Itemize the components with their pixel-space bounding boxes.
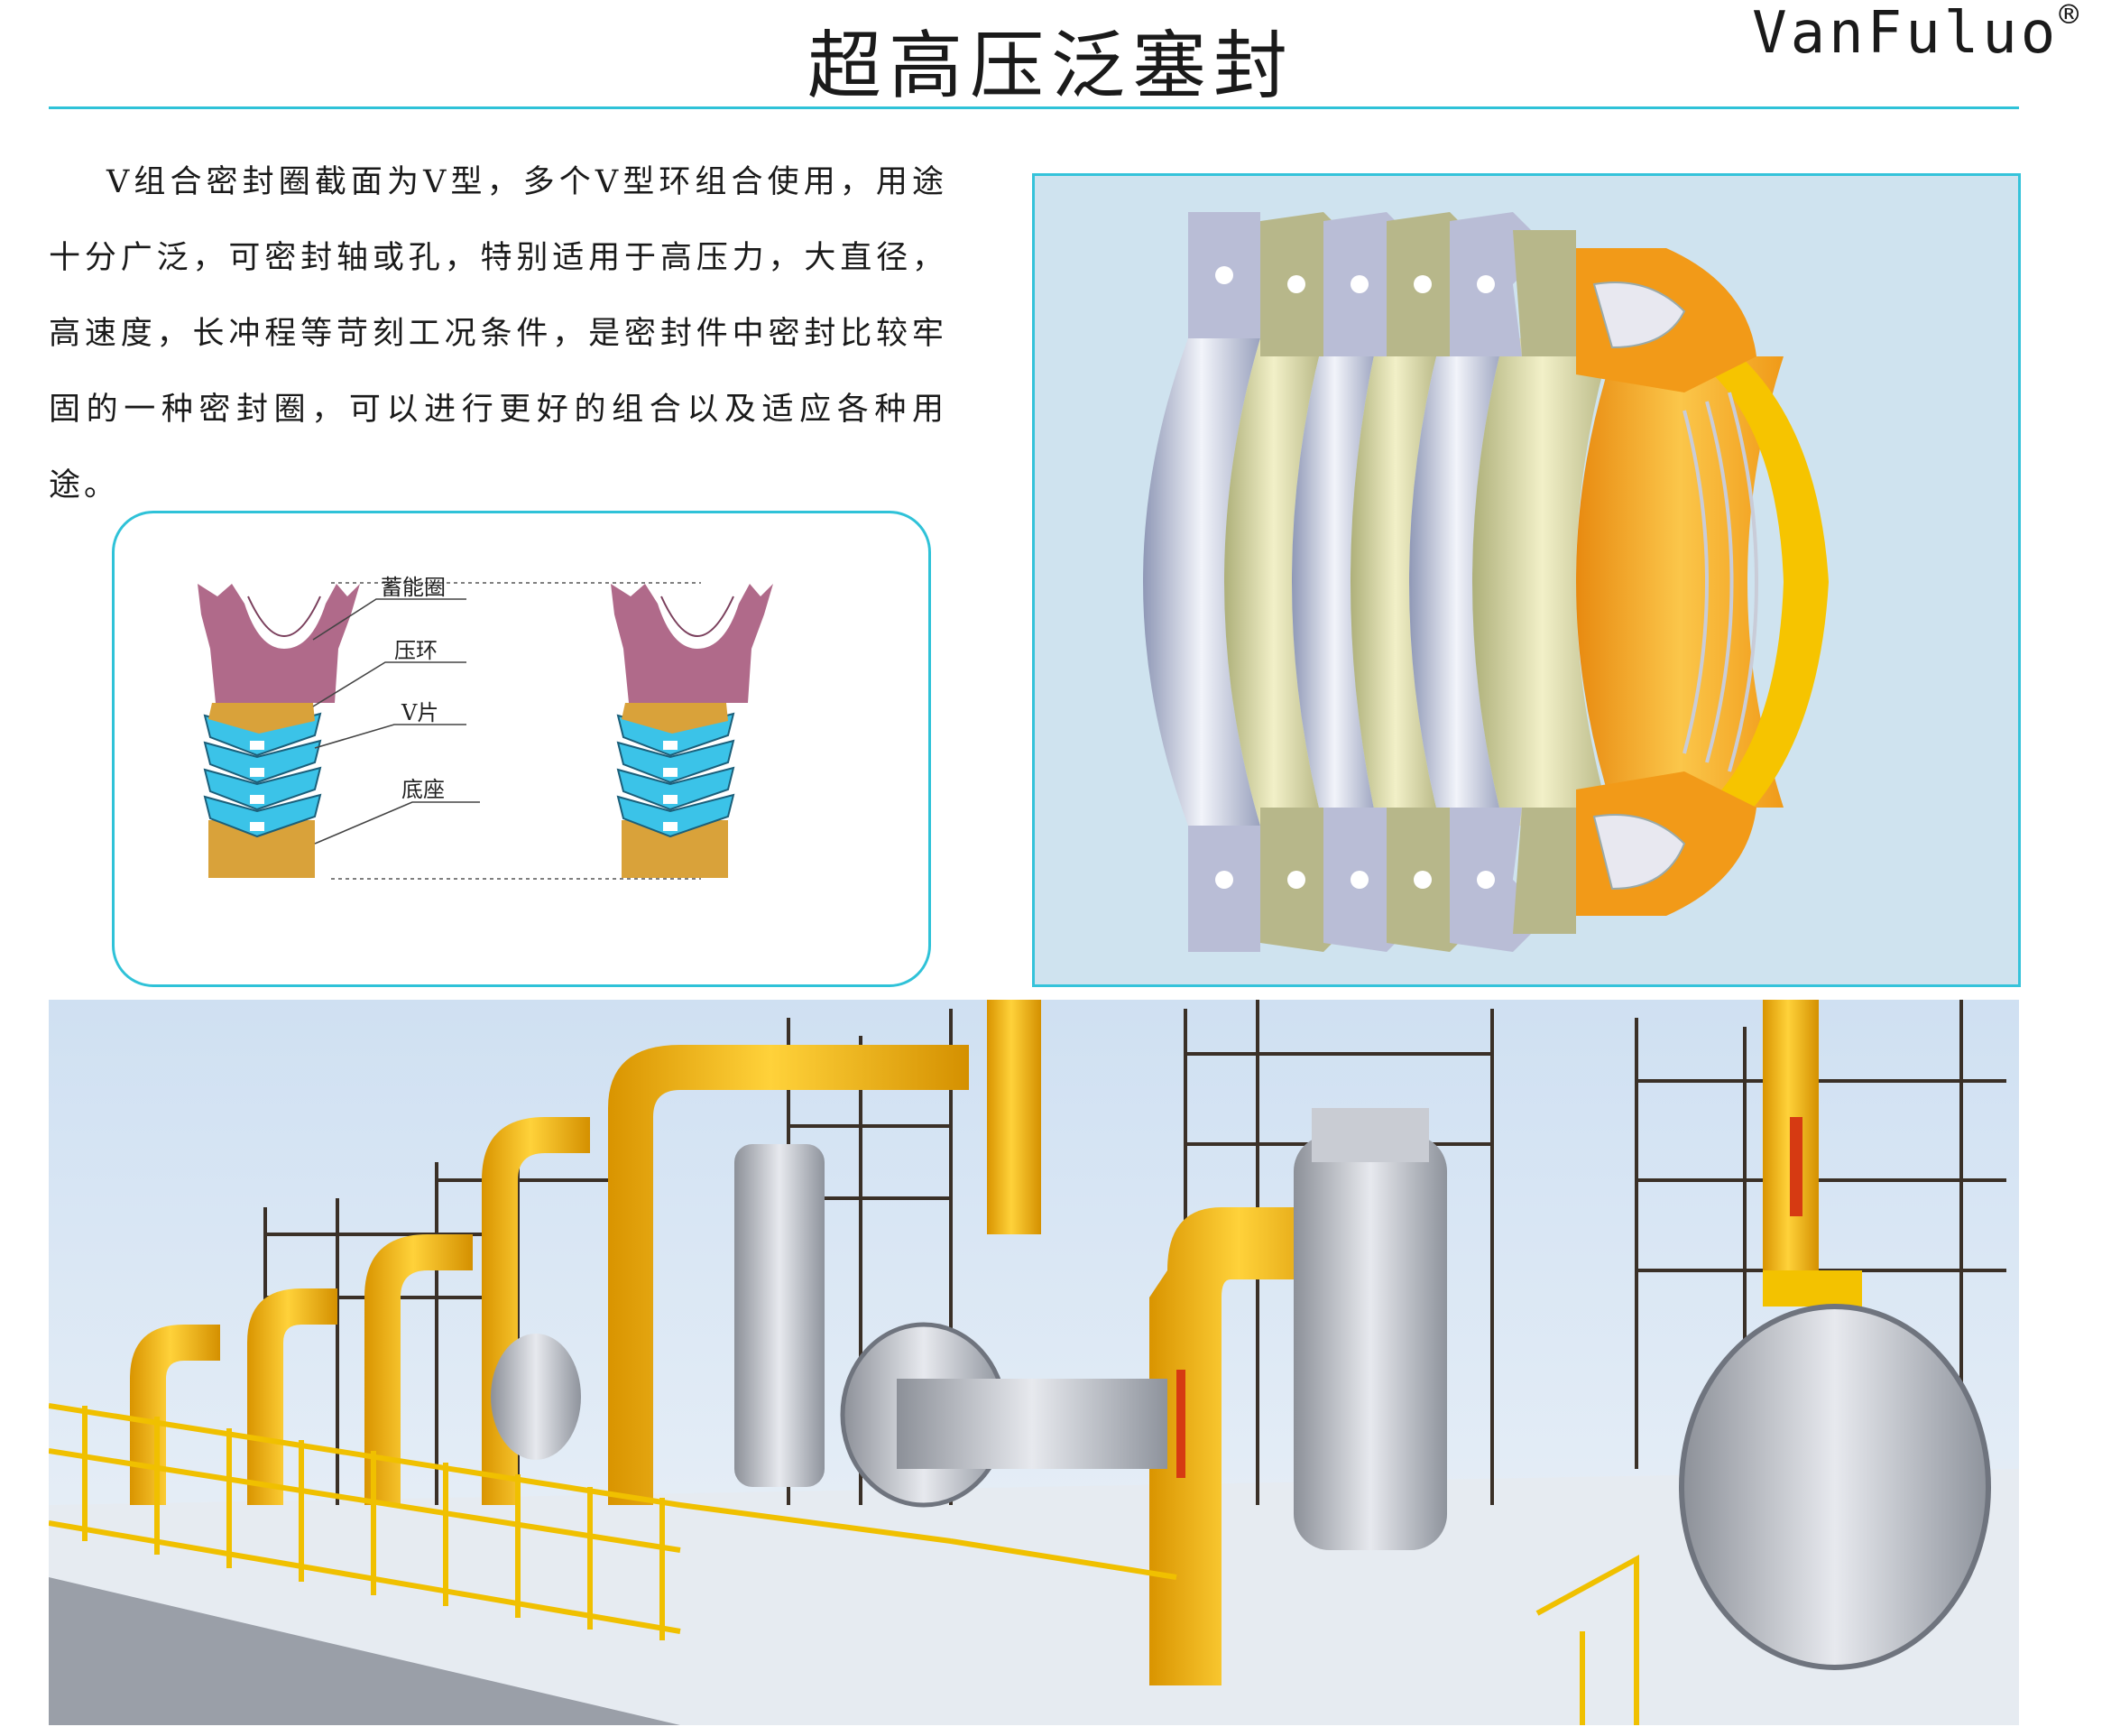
- label-pressure-ring: 压环: [394, 638, 438, 663]
- label-v-ring: V片: [401, 700, 438, 725]
- brand-logo: VanFuluo®: [1752, 0, 2082, 67]
- brand-name: VanFuluo: [1752, 0, 2060, 67]
- seal-cutaway-illustration: [1032, 173, 2021, 987]
- seal-cross-section-diagram: 蓄能圈 压环 V片 底座: [112, 511, 931, 987]
- registered-mark: ®: [2059, 0, 2082, 33]
- seal-stack-left: [198, 584, 360, 878]
- label-energizer: 蓄能圈: [381, 575, 446, 600]
- page-title: 超高压泛塞封: [807, 23, 1295, 109]
- seal-stack-right: [611, 584, 773, 878]
- intro-paragraph: V组合密封圈截面为V型，多个V型环组合使用，用途十分广泛，可密封轴或孔，特别适用…: [49, 164, 947, 503]
- header-divider: [49, 106, 2019, 109]
- label-base: 底座: [401, 777, 445, 802]
- gas-plant-photo: [49, 1000, 2019, 1725]
